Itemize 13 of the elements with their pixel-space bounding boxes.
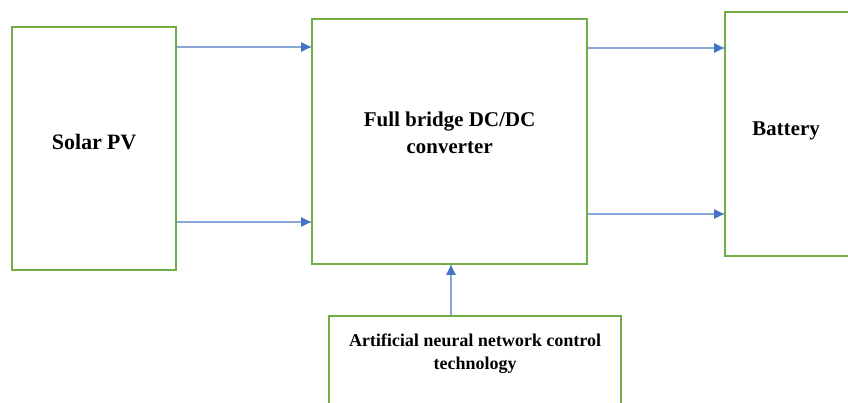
block-box [11,26,177,271]
arrow [588,43,724,53]
block-label: Full bridge DC/DC converter [362,106,536,160]
arrow [177,217,311,227]
block-label: Battery [752,115,820,142]
arrow [588,209,724,219]
arrow [446,265,456,315]
block-label: Solar PV [52,128,136,156]
block-box [328,315,622,403]
arrow [177,42,311,52]
block-box [724,11,848,257]
block-box [311,18,588,265]
block-label: Artificial neural network control technology [348,329,602,376]
